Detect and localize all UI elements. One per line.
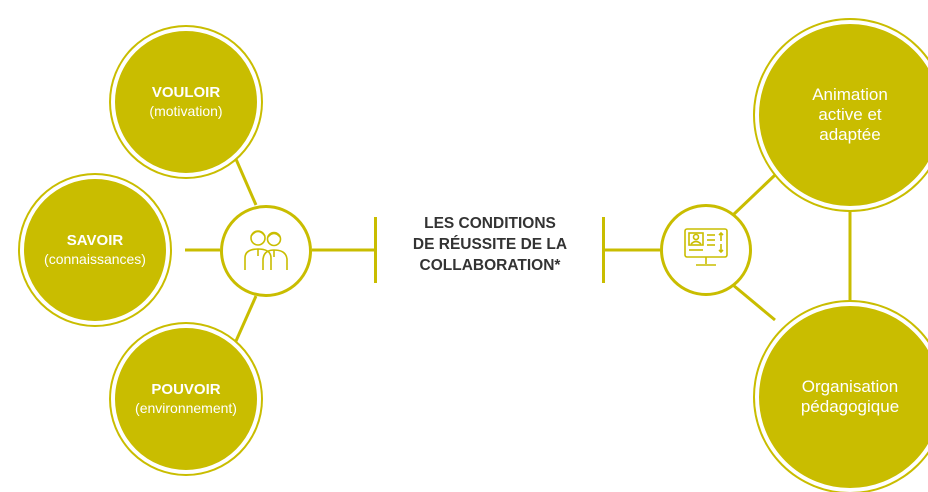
savoir-subtitle: (connaissances) <box>44 251 146 267</box>
center-bracket-right <box>602 217 605 283</box>
animation-line-3: adaptée <box>819 125 881 144</box>
connector-pouvoir-hub <box>230 295 258 351</box>
right-hub <box>660 204 752 296</box>
connector-right-hub-organisation <box>732 283 776 322</box>
center-title-line-2: DE RÉUSSITE DE LA <box>412 236 568 253</box>
center-title: LES CONDITIONS DE RÉUSSITE DE LA COLLABO… <box>376 213 604 276</box>
connector-vouloir-hub <box>230 149 258 206</box>
vouloir-title: VOULOIR <box>151 84 221 101</box>
connector-right-hub-animation <box>731 173 777 217</box>
organisation-line-2: pédagogique <box>800 397 900 416</box>
circle-pouvoir: POUVOIR (environnement) <box>111 324 261 474</box>
animation-line-2: active et <box>818 105 882 124</box>
people-icon <box>241 226 291 277</box>
circle-savoir: SAVOIR (connaissances) <box>20 175 170 325</box>
circle-vouloir: VOULOIR (motivation) <box>111 27 261 177</box>
pouvoir-title: POUVOIR <box>151 381 221 398</box>
vouloir-subtitle: (motivation) <box>149 103 223 119</box>
circle-animation: Animation active et adaptée <box>755 20 928 210</box>
computer-screen-icon <box>682 226 730 275</box>
center-bracket-left <box>374 217 377 283</box>
organisation-line-1: Organisation <box>801 377 899 396</box>
left-hub <box>220 205 312 297</box>
center-title-line-3: COLLABORATION* <box>419 257 561 274</box>
animation-line-1: Animation <box>812 85 888 104</box>
pouvoir-subtitle: (environnement) <box>135 400 237 416</box>
center-title-line-1: LES CONDITIONS <box>424 215 556 232</box>
savoir-title: SAVOIR <box>66 232 124 249</box>
circle-organisation: Organisation pédagogique <box>755 302 928 492</box>
